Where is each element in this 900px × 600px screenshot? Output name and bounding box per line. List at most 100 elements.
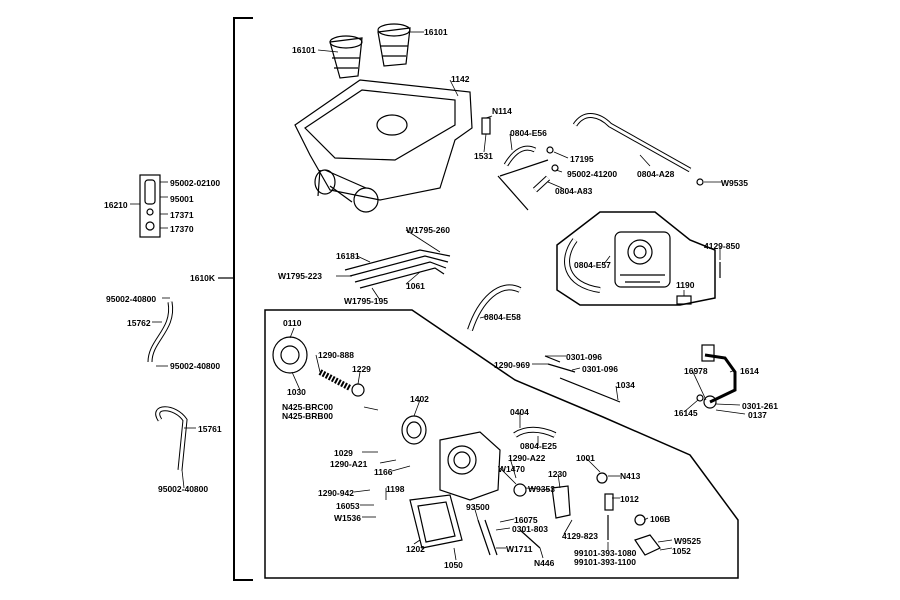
- label-16101-right: 16101: [424, 27, 448, 37]
- carburetor-inset-frame: [556, 211, 716, 306]
- carburetor-body: [439, 431, 501, 501]
- label-16145: 16145: [674, 408, 698, 418]
- main-assembly-bracket: [233, 17, 253, 581]
- label-W1536: W1536: [334, 513, 361, 523]
- label-1001: 1001: [576, 453, 595, 463]
- label-1190: 1190: [676, 280, 695, 290]
- label-16978: 16978: [684, 366, 708, 376]
- fitting-bracket-16210: [139, 174, 161, 238]
- label-1290-888: 1290-888: [318, 350, 354, 360]
- label-1061: 1061: [406, 281, 425, 291]
- label-0804-A83: 0804-A83: [555, 186, 593, 196]
- label-1142: 1142: [451, 74, 470, 84]
- label-1166: 1166: [374, 467, 393, 477]
- vent-lines: [497, 159, 549, 211]
- label-1052: 1052: [672, 546, 691, 556]
- hose-15762: [147, 301, 174, 363]
- label-95002-40800-bottom: 95002-40800: [158, 484, 209, 494]
- label-0110: 0110: [283, 318, 302, 328]
- label-1290-A21: 1290-A21: [330, 459, 368, 469]
- label-4129-850: 4129-850: [704, 241, 740, 251]
- fitting-17195: [546, 146, 554, 154]
- label-0137: 0137: [748, 410, 767, 420]
- washer-16145: [696, 394, 704, 402]
- label-0301-261: 0301-261: [742, 401, 778, 411]
- label-99101-393-1100: 99101-393-1100: [574, 557, 636, 567]
- label-1230: 1230: [548, 469, 567, 479]
- carburetor-group-frame: [264, 309, 739, 579]
- leader-lines: [130, 31, 746, 561]
- label-1402: 1402: [410, 394, 429, 404]
- cover-0110: [272, 336, 308, 374]
- label-1531: 1531: [474, 151, 493, 161]
- label-17195: 17195: [570, 154, 594, 164]
- sensor-16978: [703, 395, 717, 409]
- label-15761: 15761: [198, 424, 222, 434]
- label-0804-A28: 0804-A28: [637, 169, 675, 179]
- part-1230: [551, 485, 571, 519]
- label-16181: 16181: [336, 251, 360, 261]
- label-N446: N446: [534, 558, 555, 568]
- sensor-lead-1614: [704, 353, 737, 404]
- label-0804-E56: 0804-E56: [510, 128, 547, 138]
- label-1198: 1198: [386, 484, 405, 494]
- label-95002-40800-top: 95002-40800: [106, 294, 157, 304]
- label-95002-40800-mid: 95002-40800: [170, 361, 221, 371]
- fitting-1531: [481, 117, 491, 135]
- label-W1795-195: W1795-195: [344, 296, 388, 306]
- label-1229: 1229: [352, 364, 371, 374]
- label-W9535: W9535: [721, 178, 748, 188]
- diaphragm-1402: [401, 415, 427, 445]
- spring-1290-888: [318, 369, 352, 391]
- label-W1795-260: W1795-260: [406, 225, 450, 235]
- label-16053: 16053: [336, 501, 360, 511]
- label-1012: 1012: [620, 494, 639, 504]
- label-93500: 93500: [466, 502, 490, 512]
- label-15762: 15762: [127, 318, 151, 328]
- label-1034: 1034: [616, 380, 635, 390]
- label-0404: 0404: [510, 407, 529, 417]
- label-99101-393-1080: 99101-393-1080: [574, 548, 637, 558]
- label-W9525: W9525: [674, 536, 701, 546]
- label-0804-E57: 0804-E57: [574, 260, 611, 270]
- label-N114: N114: [492, 106, 512, 116]
- label-0301-803: 0301-803: [512, 524, 548, 534]
- screws-0301-096: [544, 355, 576, 373]
- label-106B: 106B: [650, 514, 671, 524]
- label-N425-BRC00: N425-BRC00: [282, 402, 334, 412]
- label-0301-096-top: 0301-096: [566, 352, 602, 362]
- sensor-connector-1614: [701, 344, 715, 362]
- label-1029: 1029: [334, 448, 353, 458]
- label-16075: 16075: [514, 515, 538, 525]
- part-N446: [519, 529, 541, 549]
- airbox: [294, 79, 473, 213]
- label-95002-41200: 95002-41200: [567, 169, 618, 179]
- label-W1470: W1470: [498, 464, 525, 474]
- label-N413: N413: [620, 471, 641, 481]
- label-0804-E25: 0804-E25: [520, 441, 557, 451]
- label-N425-BRB00: N425-BRB00: [282, 411, 334, 421]
- part-106B: [634, 514, 646, 526]
- float-bowl-1202: [409, 494, 463, 549]
- label-1290-A22: 1290-A22: [508, 453, 546, 463]
- air-boot-left: [329, 35, 363, 79]
- label-0804-E58: 0804-E58: [484, 312, 521, 322]
- label-1202: 1202: [406, 544, 425, 554]
- part-1001: [596, 472, 608, 484]
- label-1290-942: 1290-942: [318, 488, 354, 498]
- label-1290-969: 1290-969: [494, 360, 530, 370]
- label-16210: 16210: [104, 200, 128, 210]
- label-1030: 1030: [287, 387, 306, 397]
- label-17371: 17371: [170, 210, 194, 220]
- part-1012: [604, 493, 614, 511]
- label-W1711: W1711: [506, 544, 533, 554]
- label-1614: 1614: [740, 366, 759, 376]
- part-1229: [351, 383, 365, 397]
- label-W1795-223: W1795-223: [278, 271, 322, 281]
- label-95002-02100: 95002-02100: [170, 178, 221, 188]
- label-1610K: 1610K: [190, 273, 216, 283]
- air-boot-right: [377, 23, 411, 67]
- label-0301-096-bottom: 0301-096: [582, 364, 618, 374]
